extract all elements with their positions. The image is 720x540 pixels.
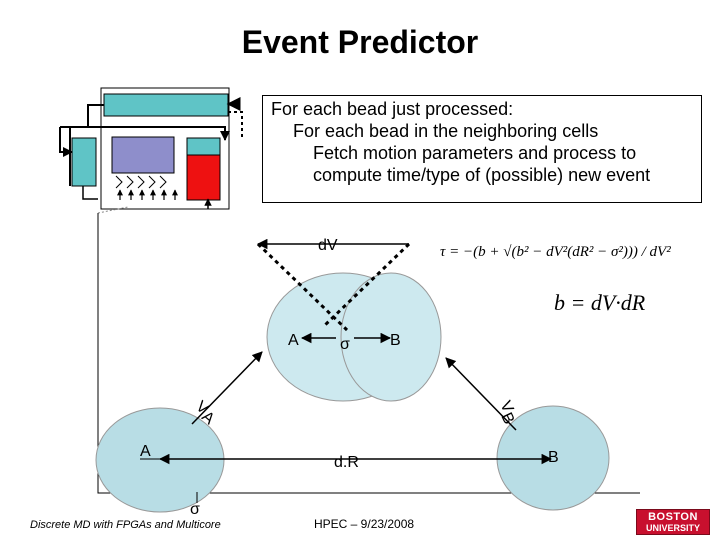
a-label: A bbox=[140, 443, 151, 460]
logo-line-2: UNIVERSITY bbox=[645, 523, 700, 533]
teal-side-unit bbox=[71, 137, 97, 187]
a-future-label: A bbox=[288, 332, 299, 349]
b-formula: b = dV·dR bbox=[554, 290, 646, 315]
hardware-wire bbox=[59, 127, 73, 157]
algorithm-line-4: compute time/type of (possible) new even… bbox=[313, 165, 651, 185]
zoom-line bbox=[97, 206, 129, 214]
algorithm-text-box: For each bead just processed: For each b… bbox=[262, 95, 702, 203]
footer-left: Discrete MD with FPGAs and Multicore bbox=[30, 519, 221, 531]
page-title: Event Predictor bbox=[241, 24, 479, 60]
algorithm-line-3: Fetch motion parameters and process to bbox=[313, 143, 637, 163]
pipeline-arrow bbox=[148, 175, 156, 189]
red-unit bbox=[186, 154, 221, 201]
vb-arrow bbox=[445, 357, 517, 431]
footer-center: HPEC – 9/23/2008 bbox=[314, 517, 415, 531]
teal-small-unit bbox=[186, 137, 221, 156]
sigma-bottom-label: σ bbox=[190, 501, 200, 518]
pipeline-arrow bbox=[159, 175, 167, 189]
algorithm-line-2: For each bead in the neighboring cells bbox=[293, 121, 599, 141]
hardware-dotted-wire bbox=[228, 111, 243, 140]
dr-label: d.R bbox=[334, 454, 359, 471]
university-logo: BOSTON UNIVERSITY bbox=[636, 509, 710, 535]
pipeline-arrow bbox=[115, 175, 123, 189]
teal-unit bbox=[103, 93, 229, 117]
pipeline-arrow bbox=[126, 175, 134, 189]
hardware-block-diagram bbox=[59, 87, 243, 262]
hardware-outline bbox=[100, 87, 230, 210]
dv-label: dV bbox=[318, 237, 338, 254]
b-future-label: B bbox=[390, 332, 401, 349]
diagram-frame bbox=[97, 262, 640, 494]
algorithm-line-1: For each bead just processed: bbox=[271, 99, 514, 119]
logo-line-1: BOSTON bbox=[648, 511, 698, 523]
b-label: B bbox=[548, 449, 559, 466]
purple-unit bbox=[111, 136, 175, 174]
pipeline-arrow bbox=[137, 175, 145, 189]
hardware-wire bbox=[82, 186, 98, 200]
tau-formula: τ = −(b + √(b² − dV²(dR² − σ²))) / dV² bbox=[440, 244, 671, 260]
sigma-label: σ bbox=[340, 336, 350, 353]
va-arrow bbox=[191, 351, 263, 425]
hardware-wire bbox=[60, 126, 230, 141]
dv-dotted-line bbox=[322, 242, 411, 328]
